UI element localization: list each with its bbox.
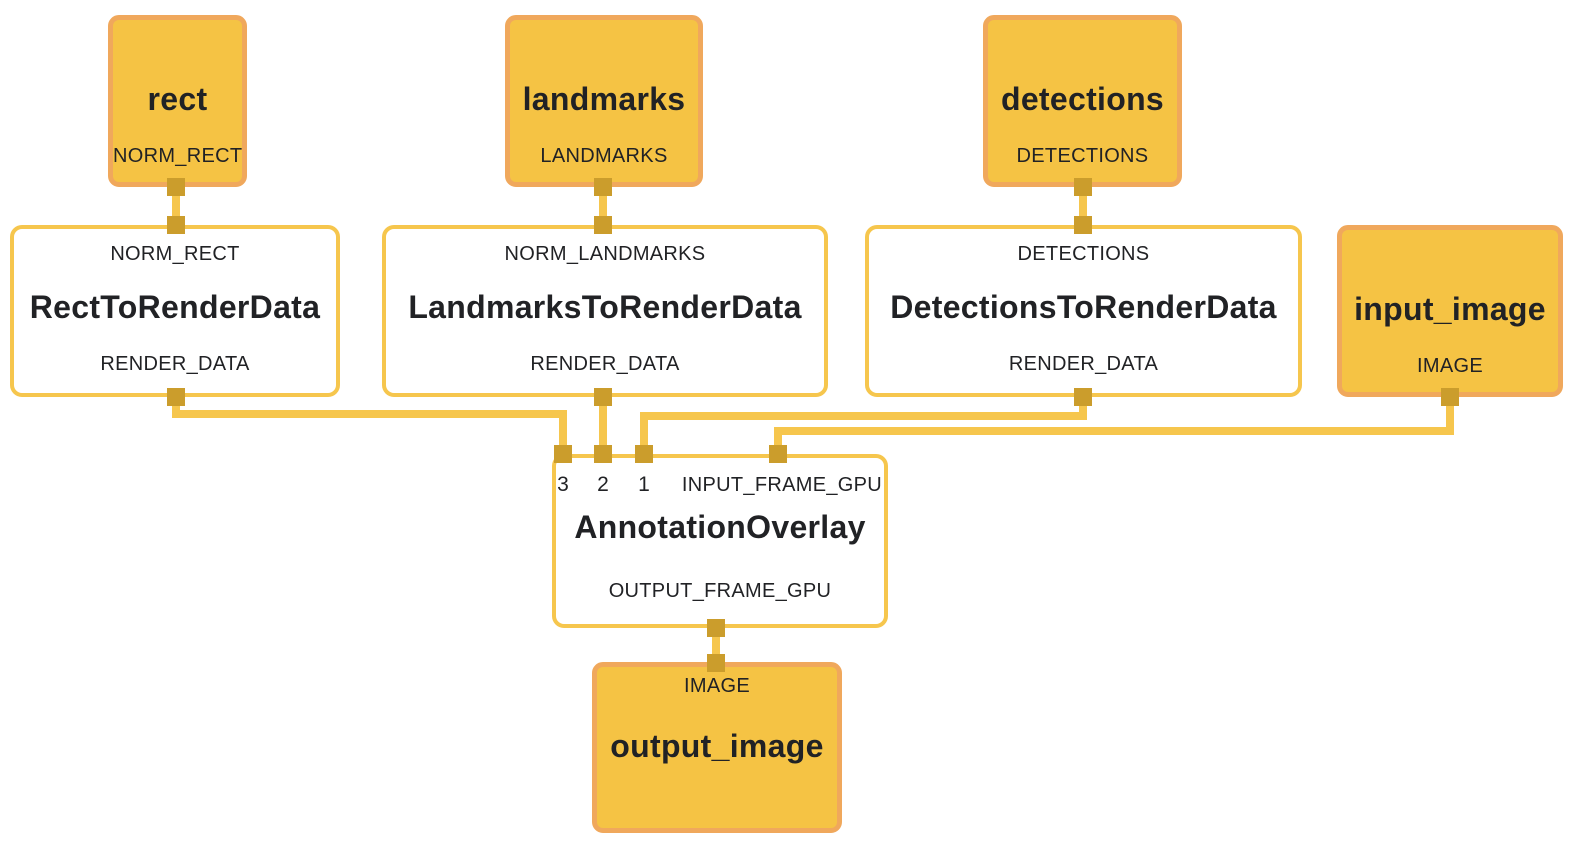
edge-recttorenderdata-to-annotationoverlay-seg2 xyxy=(172,410,567,418)
edge-recttorenderdata-to-annotationoverlay-seg1 xyxy=(172,397,180,418)
input-port-label: IMAGE xyxy=(684,675,750,697)
edge-inputimage-to-annotationoverlay-seg2 xyxy=(774,427,1454,435)
node-rect[interactable]: rect NORM_RECT xyxy=(108,15,247,187)
port-recttorenderdata-input xyxy=(167,216,185,234)
node-title: DetectionsToRenderData xyxy=(890,289,1277,325)
input-port-label: INPUT_FRAME_GPU xyxy=(681,474,882,496)
node-title: output_image xyxy=(610,727,824,764)
node-title: RectToRenderData xyxy=(29,289,321,325)
port-annotationoverlay-input-3 xyxy=(554,445,572,463)
port-landmarks-output xyxy=(594,178,612,196)
node-rect-to-render-data[interactable]: NORM_RECT RectToRenderData RENDER_DATA xyxy=(10,225,340,397)
node-detections-to-render-data[interactable]: DETECTIONS DetectionsToRenderData RENDER… xyxy=(865,225,1302,397)
edge-inputimage-to-annotationoverlay-seg1 xyxy=(1446,397,1454,435)
port-detectionstorenderdata-output xyxy=(1074,388,1092,406)
port-detectionstorenderdata-input xyxy=(1074,216,1092,234)
port-annotationoverlay-output xyxy=(707,619,725,637)
input-port-label: 2 xyxy=(597,473,609,496)
port-landmarkstorenderdata-input xyxy=(594,216,612,234)
node-title: landmarks xyxy=(522,81,686,117)
output-port-label: RENDER_DATA xyxy=(530,353,680,375)
edge-detectionstorenderdata-to-annotationoverlay-seg2 xyxy=(640,412,1087,420)
node-title: input_image xyxy=(1354,291,1546,327)
edge-detectionstorenderdata-to-annotationoverlay-seg3 xyxy=(640,412,648,454)
output-port-label: IMAGE xyxy=(1417,355,1483,377)
node-landmarks[interactable]: landmarks LANDMARKS xyxy=(505,15,703,187)
port-annotationoverlay-input-2 xyxy=(594,445,612,463)
edge-rect-to-recttorenderdata xyxy=(172,187,180,225)
input-port-label: 1 xyxy=(638,473,650,496)
output-port-label: DETECTIONS xyxy=(1016,145,1149,167)
port-detections-output xyxy=(1074,178,1092,196)
port-rect-output xyxy=(167,178,185,196)
edge-detectionstorenderdata-to-annotationoverlay-seg1 xyxy=(1079,397,1087,420)
edge-annotationoverlay-to-outputimage xyxy=(712,628,720,663)
port-landmarkstorenderdata-output xyxy=(594,388,612,406)
node-output-image[interactable]: IMAGE output_image xyxy=(592,662,842,833)
edge-detections-to-detectionstorenderdata xyxy=(1079,187,1087,225)
node-title: rect xyxy=(147,81,208,117)
output-port-label: RENDER_DATA xyxy=(1008,353,1159,375)
port-annotationoverlay-input-frame-gpu xyxy=(769,445,787,463)
edge-landmarks-to-landmarkstorenderdata xyxy=(599,187,607,225)
input-port-label: NORM_RECT xyxy=(110,243,240,265)
node-title: detections xyxy=(1000,81,1165,117)
node-title: LandmarksToRenderData xyxy=(408,289,802,325)
node-annotation-overlay[interactable]: 3 2 1 INPUT_FRAME_GPU AnnotationOverlay … xyxy=(552,454,888,628)
input-port-label: 3 xyxy=(557,473,569,496)
port-inputimage-output xyxy=(1441,388,1459,406)
edge-inputimage-to-annotationoverlay-seg3 xyxy=(774,427,782,454)
edge-landmarkstorenderdata-to-annotationoverlay xyxy=(599,397,607,454)
port-annotationoverlay-input-1 xyxy=(635,445,653,463)
output-port-label: LANDMARKS xyxy=(540,145,668,167)
input-port-label: DETECTIONS xyxy=(1017,243,1150,265)
input-port-label: NORM_LANDMARKS xyxy=(504,243,706,265)
output-port-label: NORM_RECT xyxy=(113,145,243,167)
node-input-image[interactable]: input_image IMAGE xyxy=(1337,225,1563,397)
output-port-label: RENDER_DATA xyxy=(100,353,250,375)
output-port-label: OUTPUT_FRAME_GPU xyxy=(608,580,832,602)
node-detections[interactable]: detections DETECTIONS xyxy=(983,15,1182,187)
port-outputimage-input xyxy=(707,654,725,672)
node-landmarks-to-render-data[interactable]: NORM_LANDMARKS LandmarksToRenderData REN… xyxy=(382,225,828,397)
port-recttorenderdata-output xyxy=(167,388,185,406)
node-title: AnnotationOverlay xyxy=(574,509,866,545)
edge-recttorenderdata-to-annotationoverlay-seg3 xyxy=(559,410,567,454)
